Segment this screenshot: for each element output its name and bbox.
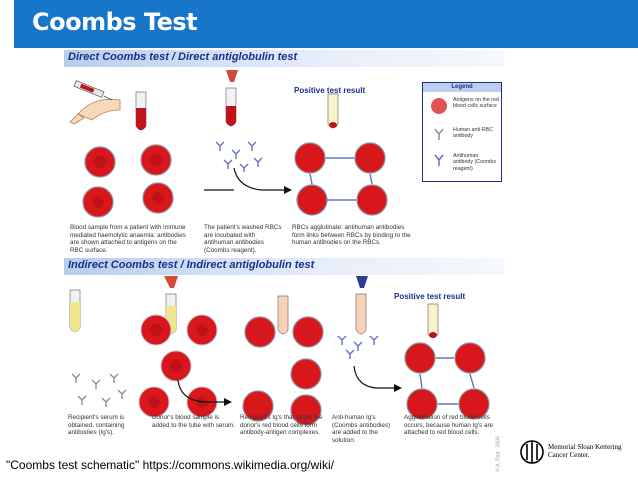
image-credit: © A. Rad · 2006 [496,436,502,472]
indirect-positive-label: Positive test result [394,292,466,301]
indirect-section-header: Indirect Coombs test / Indirect antiglob… [64,258,504,275]
direct-caption-3: RBCs agglutinate: antihuman antibodies f… [292,224,411,247]
rbc-antigen-icon [431,98,447,114]
coombs-reagent-tube-icon [355,276,368,335]
antihuman-antibodies-free [215,141,263,172]
direct-process-arrow [204,167,292,194]
indirect-caption-4: Anti-human Ig's (Coombs antibodies) are … [332,414,391,444]
agglutinated-rbc-cluster [404,342,490,420]
slide-title: Coombs Test [32,8,198,36]
direct-caption-1: Blood sample from a patient with immune … [70,224,186,254]
complex-rbc-cluster [242,316,324,426]
indirect-process-arrow [177,379,232,406]
donor-blood-tube-icon [164,276,178,335]
source-citation: "Coombs test schematic" https://commons.… [6,458,334,472]
rbc-cluster-patient [82,144,174,218]
indirect-caption-5: Agglutination of red blood cells occurs,… [404,414,494,437]
rbc-cluster-agglutinated [294,142,388,216]
direct-section-header: Direct Coombs test / Direct antiglobulin… [64,50,504,67]
coombs-process-arrow [353,365,402,392]
washed-rbc-tube-icon [225,70,238,127]
complex-tube-icon [277,295,289,335]
free-recipient-antibodies [71,373,127,407]
donor-rbc-cluster [138,314,218,418]
positive-result-tube-icon [327,93,339,129]
legend-item-antihuman-antibody: Antihuman antibody (Coombs reagent) [453,153,496,172]
blood-tube-icon [135,91,147,131]
legend-item-human-antibody: Human anti-RBC antibody [453,127,494,140]
indirect-section-title: Indirect Coombs test / Indirect antiglob… [68,259,315,271]
human-antibody-icon [434,128,444,140]
indirect-caption-3: Recipient's Ig's that target the donor's… [240,414,323,437]
mskcc-logo: Memorial Sloan Kettering Cancer Center. [520,438,630,466]
serum-tube-icon [69,289,81,333]
legend-title: Legend [423,83,501,92]
direct-caption-2: The patient's washed RBCs are incubated … [204,224,282,254]
legend-item-antigen: Antigens on the red blood cells surface [453,97,499,110]
mskcc-logo-text: Memorial Sloan Kettering Cancer Center. [548,443,622,459]
antihuman-antibody-icon [434,154,444,166]
syringe-arm-icon [69,80,121,125]
direct-section-title: Direct Coombs test / Direct antiglobulin… [68,51,298,63]
free-coombs-antibodies [337,335,379,359]
mskcc-logo-icon [520,440,544,464]
indirect-positive-tube-icon [427,303,439,339]
coombs-diagram: Direct Coombs test / Direct antiglobulin… [64,48,504,472]
slide-title-bar: Coombs Test [14,0,638,48]
indirect-caption-1: Recipient's serum is obtained, containin… [68,414,125,437]
legend-box: Legend Antigens on the red blood cells s… [422,82,502,182]
direct-positive-label: Positive test result [294,86,366,95]
indirect-caption-2: Donor's blood sample is added to the tub… [152,414,235,429]
